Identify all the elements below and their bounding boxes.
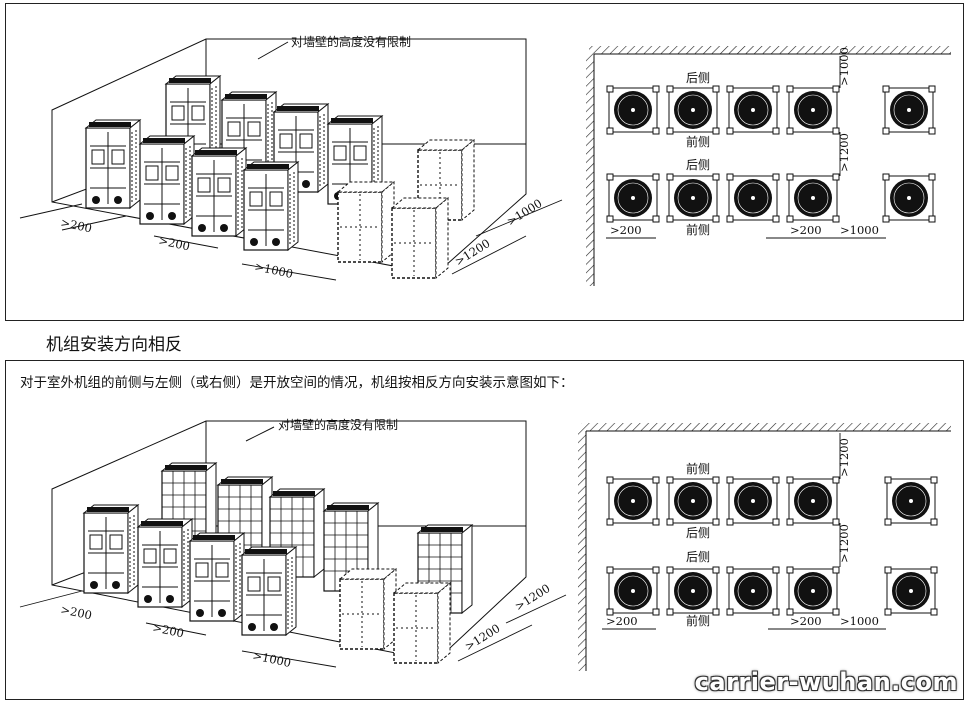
iso-dim-2: >200: [157, 233, 191, 253]
plan-dim-left: >200: [610, 223, 642, 237]
fan-b-r1-1: [606, 476, 660, 526]
iso-dim-2b: >200: [151, 620, 185, 640]
unit-front-2b: [137, 518, 193, 608]
bottom-diagram-svg: 对墙壁的高度没有限制 >200 >200 >1000 >1200 >1200: [19, 417, 951, 671]
fan-b-r2-4: [786, 566, 840, 616]
plan-view-2: 前侧 后侧 后侧 前侧 >1200 >1200 >200 >200 >1000: [578, 423, 951, 671]
plan-dim-right: >1000: [840, 223, 879, 237]
unit-dotted-front-2: [391, 197, 449, 279]
watermark: carrier-wuhan.com: [694, 668, 958, 696]
fan-b-r2-3: [726, 566, 780, 616]
fan-b-r1-4: [786, 476, 840, 526]
iso-dim-1: >200: [59, 215, 93, 235]
unit-front-4b: [241, 546, 297, 636]
bottom-diagram-panel: 对于室外机组的前侧与左侧（或右侧）是开放空间的情况，机组按相反方向安装示意图如下…: [5, 360, 964, 700]
fan-b-r1-5: [884, 476, 938, 526]
fan-b-r1-2: [666, 476, 720, 526]
plan-b-row1b-label: 后侧: [686, 526, 710, 540]
top-diagram-svg: 对墙壁的高度没有限制 >200 >200 >1000 >1200 >1000: [19, 34, 951, 286]
unit-front-1b: [83, 504, 139, 594]
plan-view: 后侧 前侧 后侧 前侧 >1000 >1200 >200 >200 >1000: [586, 46, 951, 286]
iso-dim-5: >1000: [504, 196, 544, 228]
fan-b-r2-2: [666, 566, 720, 616]
plan-gap-top: >1000: [837, 47, 851, 86]
plan-b-gap-mid: >1200: [837, 524, 851, 563]
fan-r1-3: [726, 85, 780, 135]
plan-row1-label: 后侧: [686, 71, 710, 85]
fan-r2-2: [666, 173, 720, 223]
plan-b-row2-label: 后侧: [686, 550, 710, 564]
fan-r2-5: [882, 173, 936, 223]
fan-r1-4: [786, 85, 840, 135]
unit-front-2: [139, 135, 195, 225]
iso-dim-3b: >1000: [251, 648, 292, 670]
plan-b-row1-label: 前侧: [686, 461, 710, 476]
unit-front-3: [191, 147, 247, 237]
iso-dim-1b: >200: [59, 602, 93, 622]
wall-note-2: 对墙壁的高度没有限制: [278, 417, 398, 432]
fan-b-r2-1: [606, 566, 660, 616]
unit-front-4: [243, 161, 299, 251]
fan-r2-4: [786, 173, 840, 223]
section-title: 机组安装方向相反: [46, 335, 182, 355]
unit-dotted-front-1: [337, 181, 395, 263]
unit-front-1: [85, 119, 141, 209]
top-diagram-panel: 对墙壁的高度没有限制 >200 >200 >1000 >1200 >1000: [5, 3, 964, 321]
iso-dim-5b: >1200: [512, 581, 552, 613]
unit-front-3b: [189, 532, 245, 622]
intro-text: 对于室外机组的前侧与左侧（或右侧）是开放空间的情况，机组按相反方向安装示意图如下…: [20, 375, 574, 391]
fan-r1-2: [666, 85, 720, 135]
plan-b-dim-mid: >200: [790, 614, 822, 628]
fan-b-r1-3: [726, 476, 780, 526]
unit-dotted-front-2b: [393, 582, 451, 664]
unit-dotted-front-1b: [339, 568, 397, 650]
fan-r2-1: [606, 173, 660, 223]
plan-b-dim-right: >1000: [840, 614, 879, 628]
plan-gap-mid: >1200: [837, 133, 851, 172]
plan-row2-label: 后侧: [686, 158, 710, 172]
fan-b-r2-5: [884, 566, 938, 616]
plan-row2b-label: 前侧: [686, 222, 710, 237]
plan-dim-mid: >200: [790, 223, 822, 237]
fan-r2-3: [726, 173, 780, 223]
iso-dim-3: >1000: [253, 259, 294, 281]
plan-row1b-label: 前侧: [686, 134, 710, 149]
wall-note: 对墙壁的高度没有限制: [291, 34, 411, 49]
plan-b-gap-top: >1200: [837, 438, 851, 477]
plan-b-dim-left: >200: [606, 614, 638, 628]
plan-b-row2b-label: 前侧: [686, 613, 710, 628]
fan-r1-1: [606, 85, 660, 135]
fan-r1-5: [882, 85, 936, 135]
